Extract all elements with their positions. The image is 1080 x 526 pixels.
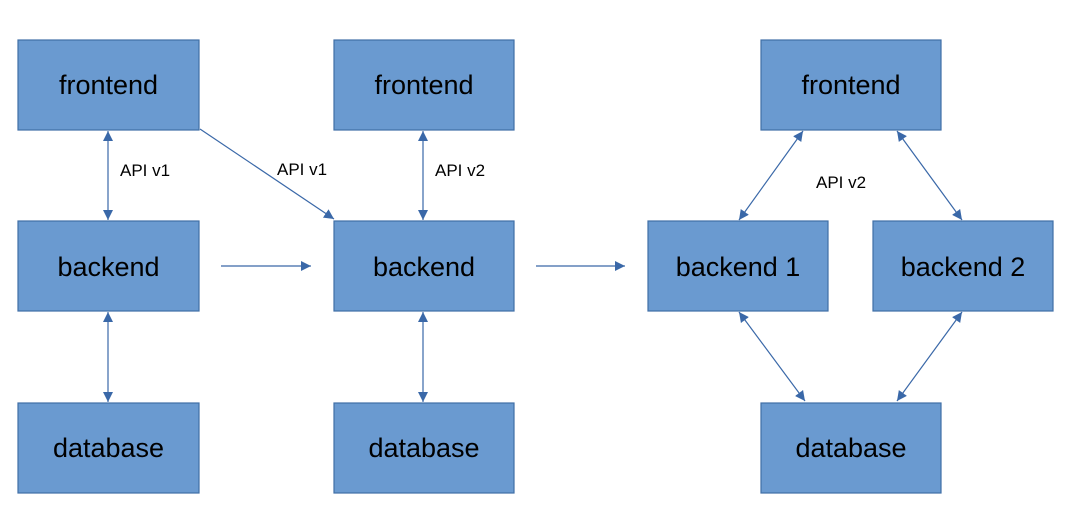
stage3-frontend-node: frontend (760, 39, 942, 131)
stage3-backend2-database-arrow (896, 311, 963, 402)
stage3-backend-1-node: backend 1 (647, 220, 829, 312)
stage1-backend-label: backend (57, 252, 159, 282)
stage3-frontend-backend2-arrow (896, 130, 963, 221)
stage3-backend-2-label: backend 2 (901, 252, 1026, 282)
stage2-backend-node: backend (333, 220, 515, 312)
stage3-database-node: database (760, 402, 942, 494)
legacy-api-arrow (199, 128, 335, 220)
stage2-database-node: database (333, 402, 515, 494)
stage-3: frontend backend 1 backend 2 database AP… (647, 39, 1054, 494)
stage1-api-label: API v1 (120, 161, 170, 180)
stage1-backend-node: backend (17, 220, 200, 312)
stage2-database-label: database (368, 433, 479, 463)
stage3-database-label: database (795, 433, 906, 463)
stage3-frontend-backend1-arrow (738, 130, 804, 221)
stage3-backend-2-node: backend 2 (872, 220, 1054, 312)
stage3-backend1-database-arrow (738, 311, 806, 402)
stage-1: frontend backend database API v1 (17, 39, 200, 494)
stage2-api-label: API v2 (435, 161, 485, 180)
stage1-frontend-label: frontend (59, 70, 158, 100)
stage3-frontend-label: frontend (801, 70, 900, 100)
stage2-backend-label: backend (373, 252, 475, 282)
legacy-api-label: API v1 (277, 160, 327, 179)
stage1-database-node: database (17, 402, 200, 494)
stage3-api-label: API v2 (816, 173, 866, 192)
stage3-backend-1-label: backend 1 (676, 252, 801, 282)
stage1-frontend-node: frontend (17, 39, 200, 131)
stage1-database-label: database (53, 433, 164, 463)
stage2-frontend-label: frontend (374, 70, 473, 100)
stage2-frontend-node: frontend (333, 39, 515, 131)
stage-2: frontend backend database API v2 (333, 39, 515, 494)
